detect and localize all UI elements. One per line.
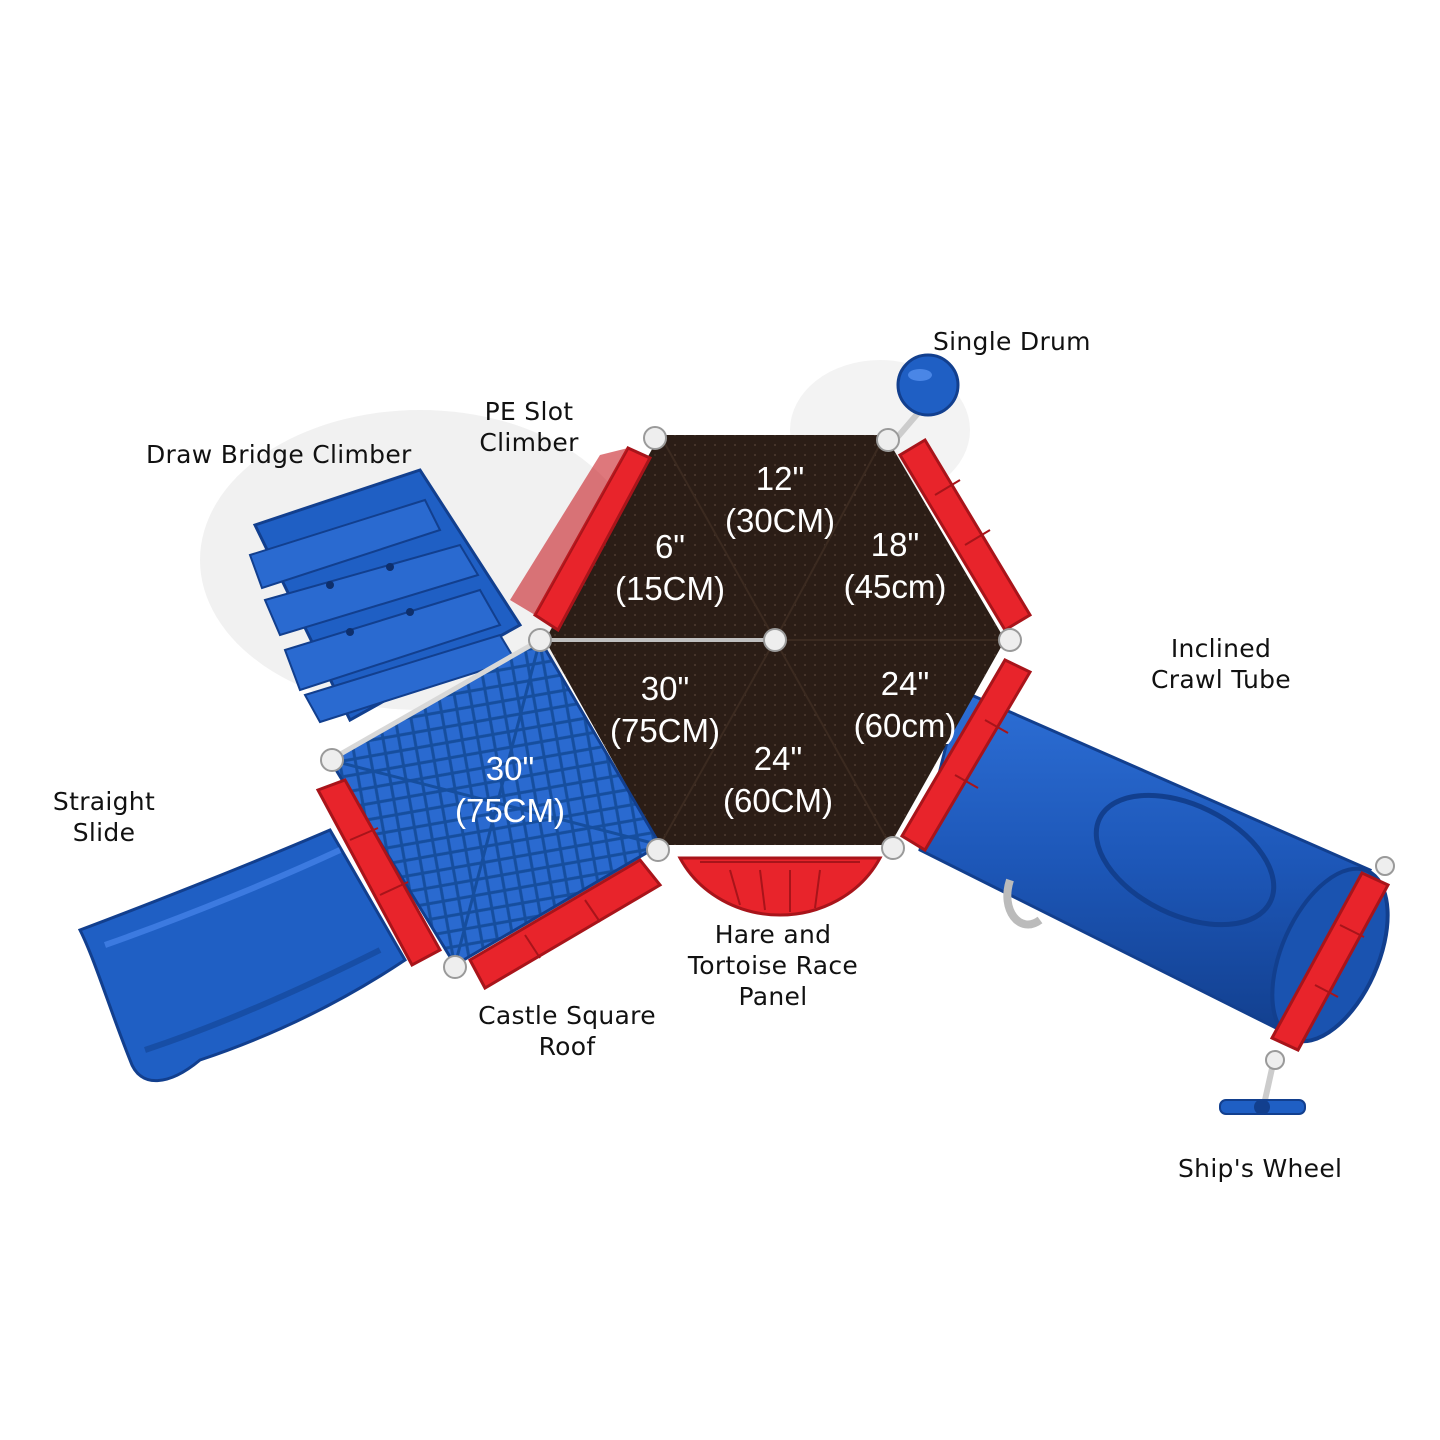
red-panel-tube-end [1269, 871, 1391, 1052]
red-panel-right-upper [897, 437, 1033, 633]
hare-and-tortoise-race-panel [677, 856, 883, 917]
deck-height-24-right: 24"(60cm) [854, 665, 957, 744]
deck-height-24-bottom: 24"(60CM) [723, 740, 833, 819]
deck-height-12: 12"(30CM) [725, 460, 835, 539]
red-panel-right-lower [899, 658, 1033, 853]
label-hare-and-tortoise-race-panel: Hare and Tortoise Race Panel [687, 920, 859, 1011]
castle-square-roof [327, 637, 663, 968]
pe-slot-climber-panel [510, 446, 653, 633]
label-draw-bridge-climber: Draw Bridge Climber [146, 440, 412, 469]
label-straight-slide: Straight Slide [52, 787, 156, 847]
draw-bridge-climber [248, 468, 523, 724]
red-panel-slide-entry [315, 778, 443, 968]
red-panel-roof-bottom [467, 858, 663, 991]
label-inclined-crawl-tube: Inclined Crawl Tube [1151, 634, 1291, 694]
support-posts [320, 426, 1395, 1070]
label-pe-slot-climber: PE Slot Climber [479, 397, 579, 457]
single-drum [892, 353, 960, 442]
deck-height-18: 18"(45cm) [844, 526, 947, 605]
deck-height-6: 6"(15CM) [615, 528, 725, 607]
straight-slide [77, 828, 408, 1083]
label-castle-square-roof: Castle Square Roof [478, 1001, 656, 1061]
ships-wheel [1219, 1054, 1306, 1115]
deck-height-30-roof: 30"(75CM) [455, 750, 565, 829]
label-single-drum: Single Drum [933, 327, 1091, 356]
label-ships-wheel: Ship's Wheel [1178, 1154, 1343, 1183]
deck-height-30-upper: 30"(75CM) [610, 670, 720, 749]
inclined-crawl-tube [918, 687, 1390, 1044]
